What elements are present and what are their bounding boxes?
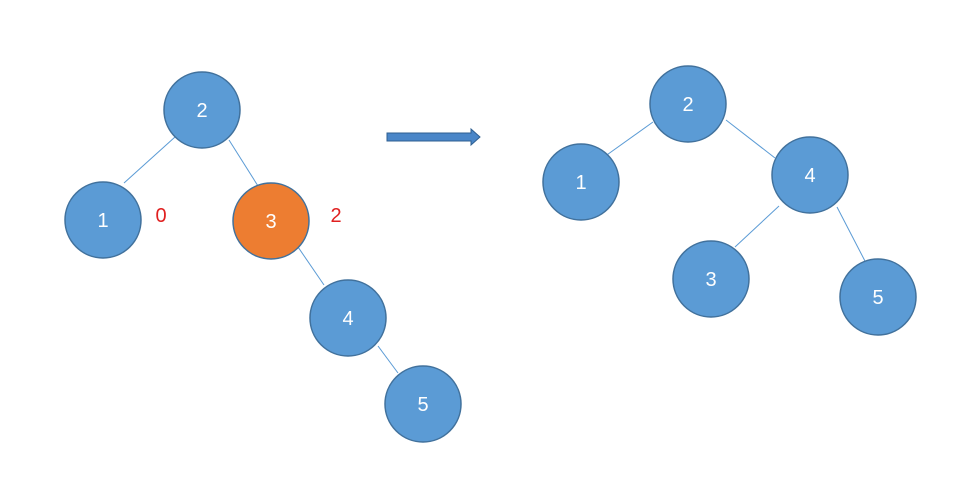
before-node-3-circle (232, 182, 310, 260)
after-node-1-circle (542, 143, 620, 221)
after-node-4-circle (771, 136, 849, 214)
before-node-3-highlighted: 3 (232, 182, 310, 260)
balance-factor-node-1: 0 (155, 205, 166, 227)
before-node-5: 5 (384, 365, 462, 443)
after-edge-4-3 (734, 205, 780, 248)
before-node-1-circle (64, 181, 142, 259)
right-arrow-shape (386, 127, 481, 147)
after-node-2-label: 2 (682, 94, 693, 116)
before-node-5-label: 5 (417, 394, 428, 416)
before-node-2-circle (163, 71, 241, 149)
before-node-4: 4 (309, 279, 387, 357)
before-node-5-circle (384, 365, 462, 443)
right-arrow-icon (386, 127, 481, 147)
after-node-1-label: 1 (575, 172, 586, 194)
before-edge-2-1 (123, 136, 176, 184)
after-node-5-circle (839, 258, 917, 336)
before-node-1: 1 (64, 181, 142, 259)
after-node-3-circle (672, 240, 750, 318)
before-node-4-circle (309, 279, 387, 357)
after-edge-2-4 (725, 119, 776, 159)
after-node-2-circle (649, 65, 727, 143)
after-node-4-label: 4 (804, 165, 815, 187)
after-node-3-label: 3 (705, 269, 716, 291)
after-edge-2-1 (603, 121, 654, 158)
before-node-4-label: 4 (342, 308, 353, 330)
after-node-1: 1 (542, 143, 620, 221)
after-node-3: 3 (672, 240, 750, 318)
before-node-2-label: 2 (196, 100, 207, 122)
before-edge-2-3 (228, 139, 259, 187)
after-edge-4-5 (836, 206, 867, 264)
after-node-2: 2 (649, 65, 727, 143)
after-node-4: 4 (771, 136, 849, 214)
before-edge-3-4 (297, 246, 325, 286)
balance-factor-node-3: 2 (330, 205, 341, 227)
before-node-2: 2 (163, 71, 241, 149)
before-node-1-label: 1 (97, 210, 108, 232)
after-node-5-label: 5 (872, 287, 883, 309)
before-edge-4-5 (377, 345, 399, 374)
after-node-5: 5 (839, 258, 917, 336)
before-node-3-label: 3 (265, 211, 276, 233)
